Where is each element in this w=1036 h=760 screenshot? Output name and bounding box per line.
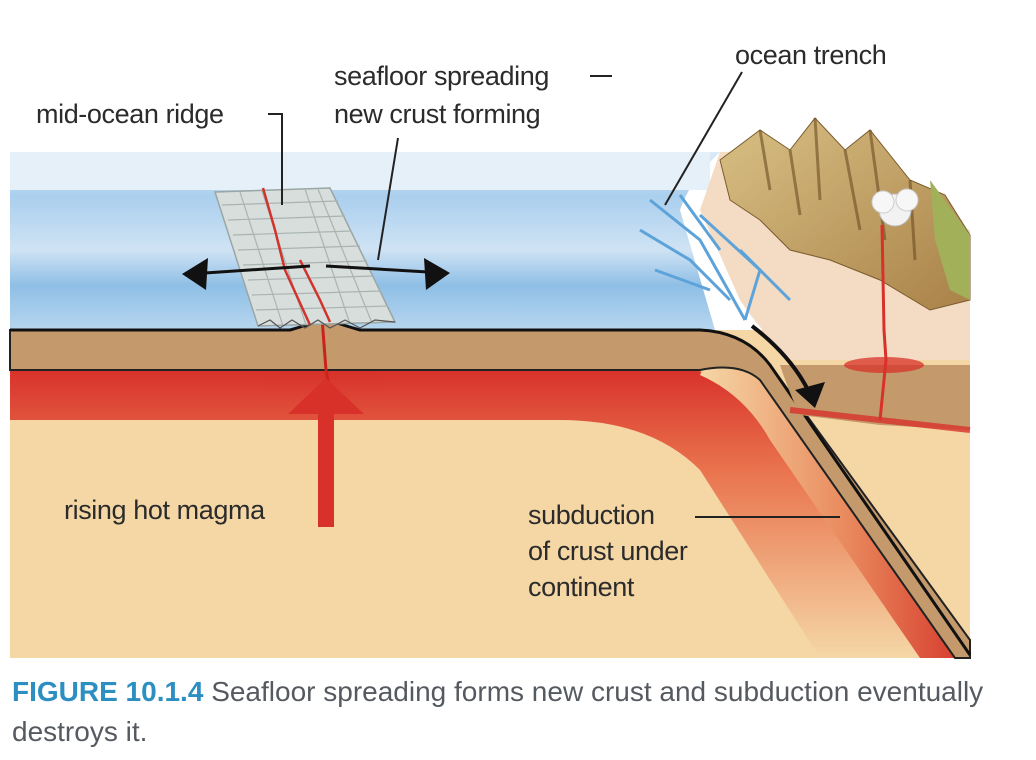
magma-chamber xyxy=(844,357,924,373)
label-continent: continent xyxy=(528,572,634,602)
caption-text: Seafloor spreading forms new crust and s… xyxy=(12,676,984,747)
label-new-crust-forming: new crust forming xyxy=(334,99,541,129)
magma-up-arrow xyxy=(288,378,364,527)
leader-lines xyxy=(268,71,840,518)
green-slope xyxy=(930,180,970,300)
label-ocean-trench: ocean trench xyxy=(735,40,887,70)
spreading-arrow-right xyxy=(325,258,450,290)
label-rising-hot-magma: rising hot magma xyxy=(64,495,265,525)
volcano-conduit xyxy=(878,224,888,421)
rift-blocks xyxy=(213,187,397,329)
spreading-arrow-left xyxy=(182,258,311,290)
label-seafloor-spreading: seafloor spreading xyxy=(334,61,549,91)
label-mid-ocean-ridge: mid-ocean ridge xyxy=(36,99,224,129)
plate-tectonics-diagram xyxy=(9,71,972,659)
figure-caption: FIGURE 10.1.4 Seafloor spreading forms n… xyxy=(12,672,1022,752)
figure-number: FIGURE 10.1.4 xyxy=(12,676,204,707)
label-subduction: subduction xyxy=(528,500,655,530)
label-of-crust-under: of crust under xyxy=(528,536,688,566)
ocean xyxy=(10,152,720,330)
magma-band xyxy=(10,368,940,658)
mountain-ridges xyxy=(758,117,917,261)
subduction-arrow xyxy=(750,324,825,408)
ocean-surface-band xyxy=(10,152,710,190)
trench-drainage xyxy=(639,194,792,321)
volcano-eruption-cloud xyxy=(871,188,919,227)
